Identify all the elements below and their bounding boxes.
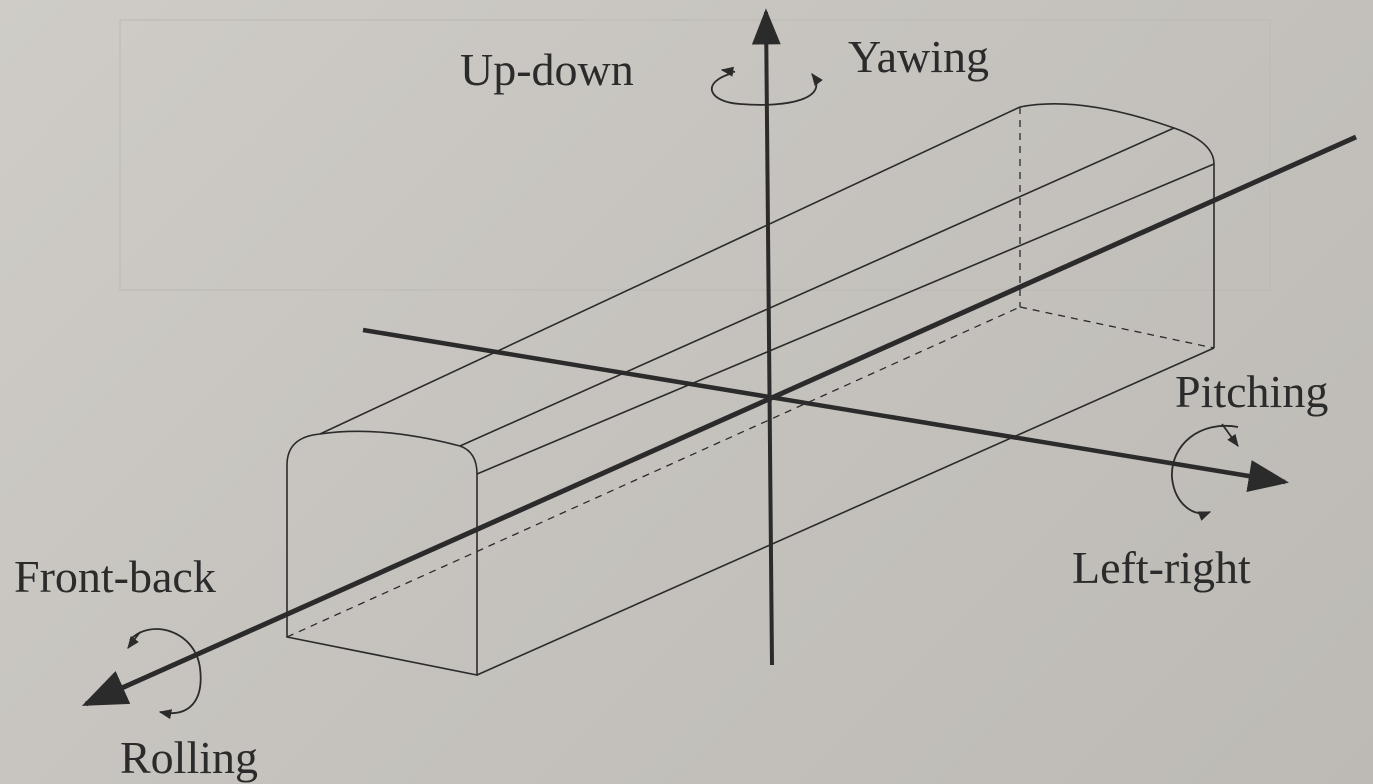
left-right-label: Left-right [1072,542,1251,593]
background-bleed-text [119,19,1271,291]
top-edge-right [459,127,1175,447]
up-down-label: Up-down [460,44,634,95]
front-end-face [286,430,478,676]
rolling-rotation-arrow [127,628,202,720]
front-back-label: Front-back [14,551,216,602]
front-back-axis [81,134,1358,707]
pitching-label: Pitching [1175,366,1328,417]
pitching-rotation-arrow [1171,423,1239,521]
back-end-face [1019,103,1215,348]
top-edge-far [476,163,1215,475]
hidden-edges [286,107,1215,638]
rolling-label: Rolling [120,732,258,783]
bottom-edge [476,347,1215,676]
top-edge-left [319,106,1021,435]
up-down-axis [751,8,781,666]
left-right-axis [362,327,1289,493]
vehicle-body [286,103,1215,676]
axes [81,8,1358,707]
yawing-rotation-arrow [711,66,823,106]
yawing-label: Yawing [848,31,989,82]
